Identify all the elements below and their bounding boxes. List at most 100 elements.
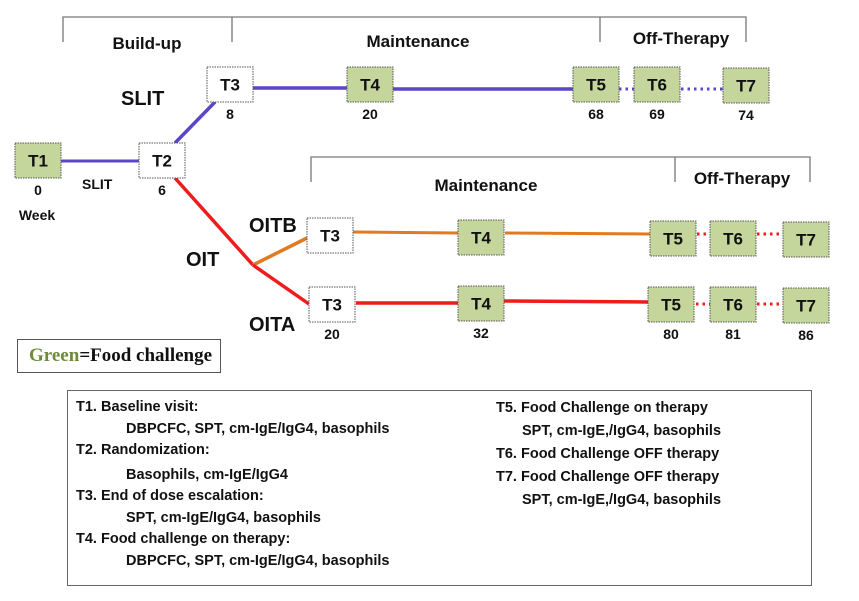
arm-label-slit-start: SLIT <box>82 176 113 192</box>
key-detail: DBPCFC, SPT, cm-IgE/IgG4, basophils <box>126 420 390 437</box>
phase-label-offtherapy-bottom: Off-Therapy <box>694 169 791 188</box>
timepoint-box <box>306 217 354 254</box>
timepoint-box <box>649 220 697 257</box>
timepoint-week: 86 <box>798 327 814 343</box>
phase-label-offtherapy-top: Off-Therapy <box>633 29 730 48</box>
timepoint-week: 20 <box>362 106 378 122</box>
timepoint-week: 80 <box>663 326 679 342</box>
timepoint-start-t1: T10 <box>14 142 62 198</box>
timepoint-label: T3 <box>220 76 240 95</box>
key-column-left: T1. Baseline visit: DBPCFC, SPT, cm-IgE/… <box>76 397 389 572</box>
timepoint-week: 6 <box>158 182 166 198</box>
timepoint-box <box>206 66 254 103</box>
key-item-t4: T4. Food challenge on therapy: DBPCFC, S… <box>76 529 389 572</box>
key-head: T4. Food challenge on therapy: <box>76 531 291 547</box>
timepoint-box <box>633 66 681 103</box>
key-head: T1. Baseline visit: <box>76 399 199 415</box>
timepoint-week: 32 <box>473 325 489 341</box>
timepoint-week: 81 <box>725 326 741 342</box>
timepoint-label: T3 <box>322 296 342 315</box>
timepoint-week: 0 <box>34 182 42 198</box>
timepoint-box <box>709 286 757 323</box>
key-item-t7: T7. Food Challenge OFF therapy SPT, cm-I… <box>496 466 721 512</box>
timepoint-label: T4 <box>471 295 491 314</box>
line-branch-oita-t3 <box>251 263 311 306</box>
timepoint-oitb-t5: T5 <box>649 220 697 257</box>
timepoint-label: T5 <box>586 76 606 95</box>
key-item-t1: T1. Baseline visit: DBPCFC, SPT, cm-IgE/… <box>76 397 389 440</box>
timepoint-week: 69 <box>649 106 665 122</box>
timepoint-label: T7 <box>796 297 816 316</box>
phase-label-buildup: Build-up <box>113 34 182 53</box>
timepoint-week: 74 <box>738 107 754 123</box>
arm-label-oitb: OITB <box>249 215 297 237</box>
bottom-phase-bracket: Maintenance Off-Therapy <box>310 156 811 195</box>
timepoint-label: T5 <box>663 230 683 249</box>
timepoint-box <box>782 221 830 258</box>
timepoint-box <box>709 220 757 257</box>
timepoint-oita-t7: T7 86 <box>782 287 830 343</box>
timepoint-box <box>647 286 695 323</box>
key-head: T5. Food Challenge on therapy <box>496 400 708 416</box>
timepoint-oitb-t6: T6 <box>709 220 757 257</box>
phase-label-maintenance-top: Maintenance <box>367 32 470 51</box>
timepoint-label: T7 <box>796 231 816 250</box>
key-column-right: T5. Food Challenge on therapy SPT, cm-Ig… <box>496 397 721 512</box>
key-head: T7. Food Challenge OFF therapy <box>496 469 720 485</box>
timepoint-oitb-t3: T3 <box>306 217 354 254</box>
timepoint-week: 8 <box>226 106 234 122</box>
arm-label-oit: OIT <box>186 249 219 271</box>
top-bracket-outline <box>62 16 747 42</box>
timepoint-label: T6 <box>723 296 743 315</box>
top-phase-bracket: Build-up Maintenance Off-Therapy <box>62 16 747 53</box>
bottom-bracket-outline <box>310 156 811 182</box>
legend-box: Green=Food challenge <box>17 339 221 373</box>
arm-label-slit: SLIT <box>121 88 164 110</box>
phase-label-maintenance-bottom: Maintenance <box>435 176 538 195</box>
week-axis-label: Week <box>19 207 56 223</box>
key-head: T6. Food Challenge OFF therapy <box>496 446 720 462</box>
key-head: T2. Randomization: <box>76 442 210 458</box>
key-detail: SPT, cm-IgE,/IgG4, basophils <box>522 423 722 439</box>
timepoint-box <box>782 287 830 324</box>
timepoint-label: T4 <box>471 229 491 248</box>
timepoint-box <box>572 66 620 103</box>
key-detail: SPT, cm-IgE/IgG4, basophils <box>126 509 321 526</box>
timepoint-start-t2: T2 6 <box>138 142 186 198</box>
timepoint-slit-t7: T7 74 <box>722 67 770 123</box>
line-oitb-t3-t4 <box>352 230 459 235</box>
key-item-t5: T5. Food Challenge on therapy SPT, cm-Ig… <box>496 397 721 443</box>
timepoint-oita-t4: T4 32 <box>457 285 505 341</box>
timepoint-week: 68 <box>588 106 604 122</box>
timepoint-label: T7 <box>736 77 756 96</box>
line-branch-oitb-t3 <box>252 236 308 267</box>
line-t2-t3-slit <box>173 100 217 145</box>
line-t2-oit-branch <box>173 176 255 267</box>
timepoint-label: T4 <box>360 76 380 95</box>
timepoint-oitb-t7: T7 <box>782 221 830 258</box>
timepoint-label: T2 <box>152 152 172 171</box>
timepoint-box <box>457 285 505 322</box>
timepoint-oitb-t4: T4 <box>457 219 505 256</box>
timepoint-box <box>457 219 505 256</box>
timepoint-slit-t5: T5 68 <box>572 66 620 122</box>
key-detail: Basophils, cm-IgE/IgG4 <box>126 466 288 483</box>
legend-rest: =Food challenge <box>79 345 213 366</box>
key-detail: DBPCFC, SPT, cm-IgE/IgG4, basophils <box>126 552 390 569</box>
timepoint-slit-t3: T3 8 <box>206 66 254 122</box>
timepoint-slit-t4: T4 20 <box>346 66 394 122</box>
timepoint-box <box>14 142 62 179</box>
key-detail: SPT, cm-IgE,/IgG4, basophils <box>522 492 722 508</box>
timepoint-key-box: T1. Baseline visit: DBPCFC, SPT, cm-IgE/… <box>67 390 812 586</box>
line-oitb-t4-t5 <box>504 231 651 236</box>
timepoint-oita-t6: T6 81 <box>709 286 757 342</box>
arm-label-oita: OITA <box>249 314 295 336</box>
timepoint-label: T3 <box>320 227 340 246</box>
timepoint-box <box>722 67 770 104</box>
timepoint-box <box>346 66 394 103</box>
timeline-lines <box>60 86 783 306</box>
timepoint-week: 20 <box>324 326 340 342</box>
